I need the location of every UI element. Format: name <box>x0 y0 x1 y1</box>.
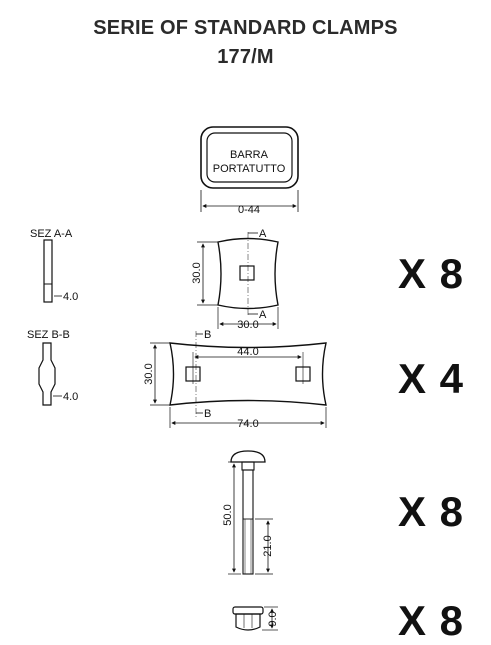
long-plate: 44.0 B B 30.0 74.0 <box>143 329 327 430</box>
page-title: SERIE OF STANDARD CLAMPS <box>93 17 398 39</box>
quantity-square-plate: X 8 <box>397 250 464 297</box>
bar-dimension: 0-44 <box>238 204 260 216</box>
square-plate-marker-bottom: A <box>259 309 267 321</box>
bar-label-line1: BARRA <box>230 149 269 161</box>
square-plate-marker-top: A <box>259 228 267 240</box>
section-a-title: SEZ A-A <box>30 228 73 240</box>
page-subtitle: 177/M <box>217 46 274 68</box>
bolt-length: 50.0 <box>222 504 234 525</box>
quantity-long-plate: X 4 <box>397 355 464 402</box>
section-b-thickness: 4.0 <box>63 391 78 403</box>
long-plate-height: 30.0 <box>143 363 155 384</box>
square-plate-height: 30.0 <box>191 262 203 283</box>
flange-nut: 9.0 <box>232 606 279 631</box>
long-plate-marker-bottom: B <box>204 408 211 420</box>
long-plate-marker-top: B <box>204 329 211 341</box>
bar-label-line2: PORTATUTTO <box>213 163 286 175</box>
bar-profile: BARRA PORTATUTTO 0-44 <box>200 126 299 216</box>
long-plate-length: 74.0 <box>237 418 258 430</box>
section-b-title: SEZ B-B <box>27 329 70 341</box>
section-a-a: SEZ A-A 4.0 <box>30 228 78 303</box>
nut-height: 9.0 <box>267 611 279 626</box>
long-plate-hole-spacing: 44.0 <box>237 346 258 358</box>
quantity-bolt: X 8 <box>397 488 464 535</box>
bolt-thread-length: 21.0 <box>262 535 274 556</box>
section-a-thickness: 4.0 <box>63 291 78 303</box>
quantity-nut: X 8 <box>397 597 464 644</box>
section-b-b: SEZ B-B 4.0 <box>27 329 78 406</box>
square-plate-width: 30.0 <box>237 319 258 331</box>
square-plate: A A 30.0 30.0 <box>191 228 279 331</box>
carriage-bolt: 50.0 21.0 <box>222 450 274 575</box>
